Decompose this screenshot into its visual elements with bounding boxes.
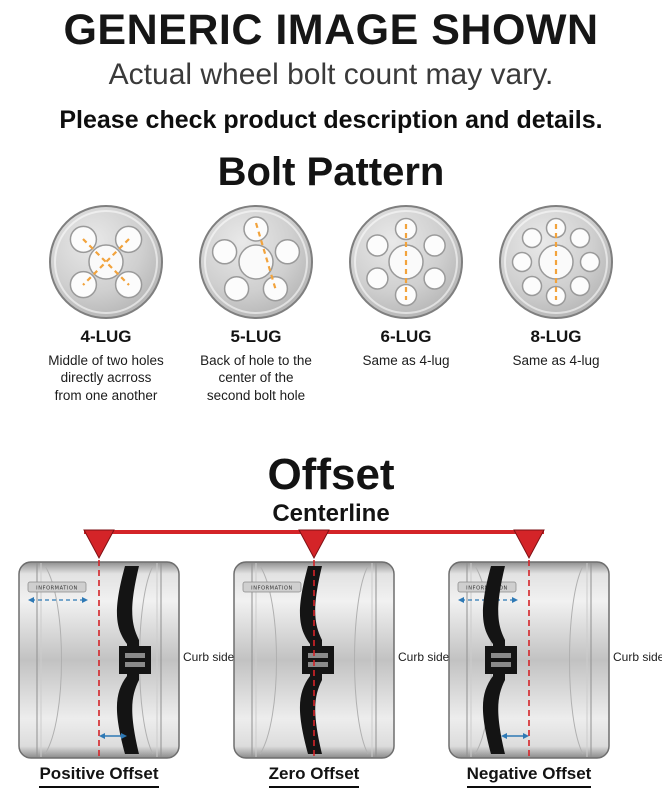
bolt-item-6lug: 6-LUG Same as 4-lug xyxy=(331,202,481,404)
6-lug-label: 6-LUG xyxy=(380,327,432,346)
zero-offset-wheel-diagram: INFORMATION xyxy=(233,560,395,759)
4-lug-description: Middle of two holes directly acrross fro… xyxy=(48,353,164,403)
offset-item-positive: INFORMATION Curb side Positive Off xyxy=(15,560,234,795)
5-lug-description: Back of hole to the center of the second… xyxy=(200,353,312,403)
bolt-item-5lug: 5-LUG Back of hole to the center of the … xyxy=(181,202,331,404)
5-lug-wheel-diagram xyxy=(199,205,313,319)
offset-distance-arrow xyxy=(99,733,127,739)
curb-side-label: Curb side xyxy=(613,650,662,664)
centerline-label: Centerline xyxy=(272,500,390,527)
centerline-markers xyxy=(83,529,545,560)
8-lug-label: 8-LUG xyxy=(530,327,582,346)
offset-heading: Offset xyxy=(267,450,395,499)
offset-item-negative: INFORMATION Curb side Negative Off xyxy=(445,560,662,795)
4-lug-measure-lines xyxy=(82,238,130,286)
rim-size-text: INFORMATION xyxy=(36,586,78,592)
rim-size-text: INFORMATION xyxy=(251,586,293,592)
zero-offset-label: Zero Offset xyxy=(230,764,398,788)
width-measure-arrow xyxy=(458,597,518,603)
bolt-pattern-row: 4-LUG Middle of two holes directly acrro… xyxy=(31,202,631,404)
page-title: GENERIC IMAGE SHOWN xyxy=(63,6,599,54)
5-lug-label: 5-LUG xyxy=(230,327,282,346)
centerline-arrow-negative xyxy=(513,529,545,560)
curb-side-label: Curb side xyxy=(183,650,235,664)
8-lug-description: Same as 4-lug xyxy=(512,353,600,368)
curb-side-label: Curb side xyxy=(398,650,450,664)
4-lug-label: 4-LUG xyxy=(80,327,132,346)
offset-item-zero: INFORMATION Curb side Zero Offset xyxy=(230,560,449,795)
positive-offset-wheel-diagram: INFORMATION xyxy=(18,560,180,759)
5-lug-measure-lines xyxy=(254,222,277,290)
width-measure-arrow xyxy=(28,597,88,603)
8-lug-wheel-diagram xyxy=(499,205,613,319)
positive-offset-label: Positive Offset xyxy=(15,764,183,788)
4-lug-wheel-diagram xyxy=(49,205,163,319)
offset-distance-arrow xyxy=(501,733,529,739)
negative-offset-label: Negative Offset xyxy=(445,764,613,788)
centerline-arrow-positive xyxy=(83,529,115,560)
6-lug-wheel-diagram xyxy=(349,205,463,319)
check-details-note: Please check product description and det… xyxy=(59,106,603,134)
bolt-count-disclaimer: Actual wheel bolt count may vary. xyxy=(108,58,554,91)
bolt-item-8lug: 8-LUG Same as 4-lug xyxy=(481,202,631,404)
negative-offset-wheel-diagram: INFORMATION xyxy=(448,560,610,759)
offset-diagram-row: INFORMATION Curb side Positive Off xyxy=(15,560,662,795)
bolt-item-4lug: 4-LUG Middle of two holes directly acrro… xyxy=(31,202,181,404)
6-lug-description: Same as 4-lug xyxy=(362,353,450,368)
bolt-pattern-heading: Bolt Pattern xyxy=(217,150,445,194)
centerline-arrow-zero xyxy=(298,529,330,560)
